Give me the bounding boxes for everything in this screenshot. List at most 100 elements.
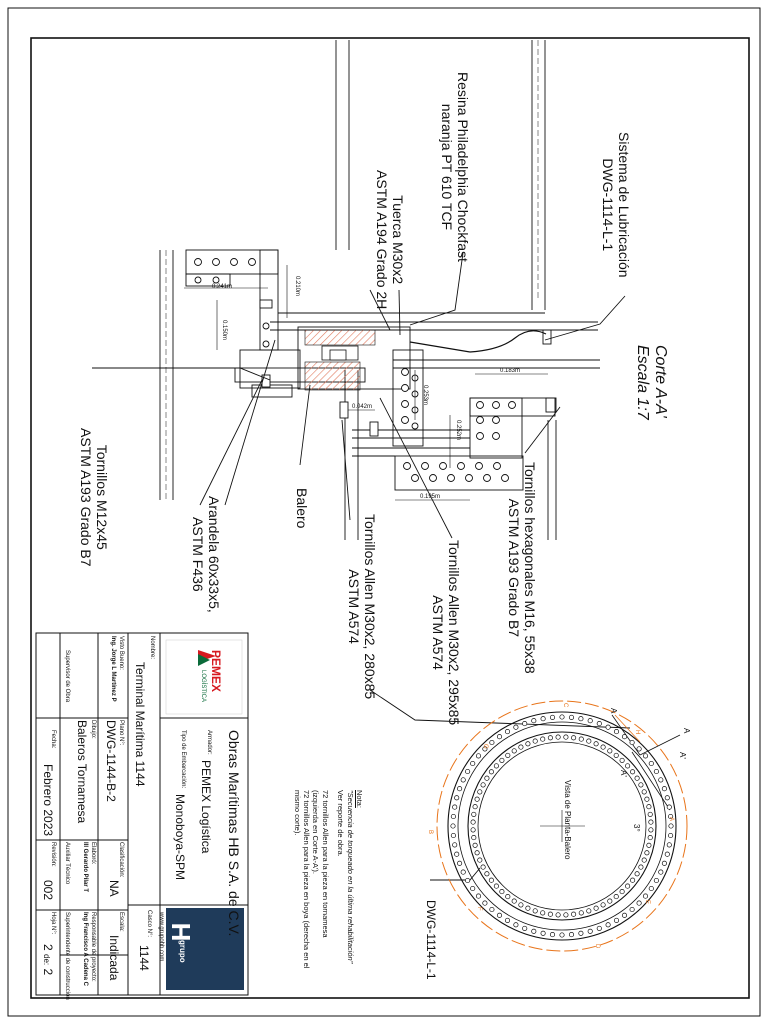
ring-bolt-hole	[642, 753, 649, 759]
ring-bolt-hole	[607, 748, 613, 754]
ring-bolt-hole	[518, 744, 524, 750]
plan-letter-e: E	[644, 900, 650, 905]
ring-bolt-hole	[630, 877, 636, 883]
ring-bolt-hole	[613, 894, 619, 900]
ring-bolt-hole	[532, 908, 538, 914]
ring-bolt-hole	[596, 721, 602, 727]
tb-elaboro: Ill Gerardo Pilar T	[82, 842, 88, 893]
ring-bolt-hole	[452, 842, 458, 848]
ring-bolt-hole	[547, 735, 553, 741]
ring-bolt-hole	[549, 932, 556, 938]
bolt-hole	[429, 474, 437, 482]
dim-0-150: 0.150m	[221, 320, 227, 341]
tb-casco-label: Casco N°:	[146, 910, 152, 938]
ring-bolt-hole	[489, 739, 495, 746]
ring-bolt-hole	[452, 804, 458, 810]
ring-bolt-hole	[593, 741, 599, 747]
ring-bolt-hole	[600, 902, 606, 908]
tb-armador: PEMEX Logística	[199, 760, 213, 854]
tb-vobo: Ing. Jorge L Martínez P	[110, 636, 116, 702]
ring-bolt-hole	[666, 804, 672, 810]
ring-bolt-hole	[647, 835, 653, 841]
bolt-hole	[212, 258, 220, 266]
ring-bolt-hole	[593, 905, 599, 911]
ring-bolt-hole	[600, 744, 606, 750]
ring-bolt-hole	[563, 734, 569, 740]
bolt-hole	[439, 462, 447, 470]
ring-bolt-hole	[540, 736, 546, 742]
bolt-hole	[501, 474, 509, 482]
ring-bolt-hole	[511, 748, 517, 754]
ring-bolt-hole	[470, 827, 476, 833]
pemex-logo	[165, 639, 243, 715]
ring-bolt-hole	[475, 753, 482, 759]
ring-bolt-hole	[619, 889, 625, 895]
ring-bolt-hole	[636, 746, 642, 752]
ring-bolt-hole	[549, 714, 556, 720]
bolt-hole	[447, 474, 455, 482]
tb-auxiliar-label: Auxiliar Técnico	[64, 842, 70, 885]
plan-view-title: Vista de Planta-Balero	[563, 780, 572, 860]
plan-mark-a-prime-top: A'	[619, 770, 628, 777]
ring-bolt-hole	[613, 917, 620, 923]
plan-mark-a-prime-right: A'	[678, 752, 687, 759]
tb-class-label: Clasificación:	[118, 842, 124, 878]
ring-bolt-hole	[522, 925, 528, 931]
ring-bolt-hole	[450, 813, 456, 820]
ring-bolt-hole	[563, 912, 569, 918]
bolt-hole	[475, 462, 483, 470]
ring-bolt-hole	[638, 864, 644, 870]
bolt-hole	[457, 462, 465, 470]
ring-bolt-hole	[641, 789, 647, 795]
tb-drawing-label: Dibujo:	[90, 720, 96, 739]
ring-bolt-hole	[493, 883, 499, 889]
bearing-hatch	[304, 329, 376, 391]
plan-letter-g: G	[482, 744, 488, 749]
ring-bolt-hole	[489, 906, 495, 913]
ring-bolt-hole	[613, 752, 619, 758]
bolt-hole	[493, 462, 501, 470]
ring-bolt-hole	[644, 796, 650, 802]
ring-bolt-hole	[511, 898, 517, 904]
bolt-hole	[411, 474, 419, 482]
ring-bolt-hole	[480, 782, 486, 788]
plan-letter-b: B	[427, 830, 433, 835]
tb-elaboro-label: Elaboró:	[90, 842, 96, 865]
ring-bolt-hole	[661, 860, 667, 866]
ring-bolt-hole	[607, 898, 613, 904]
bolt-hole	[403, 462, 411, 470]
plan-view-reference: DWG-1114-L-1	[424, 900, 438, 980]
ring-bolt-hole	[646, 842, 652, 848]
plan-mark-a-top: A	[609, 708, 618, 714]
ring-bolt-hole	[471, 811, 477, 817]
ring-bolt-hole	[605, 922, 611, 928]
ring-bolt-hole	[484, 871, 490, 877]
bolt-hole	[262, 340, 270, 348]
bolt-hole	[476, 401, 484, 409]
ring-bolt-hole	[578, 736, 584, 742]
ring-bolt-hole	[568, 714, 575, 720]
dim-0-195: 0.195m	[420, 494, 441, 500]
ring-bolt-hole	[504, 729, 511, 735]
ring-bolt-hole	[499, 757, 505, 763]
ring-bolt-hole	[586, 908, 592, 914]
ring-bolt-hole	[454, 795, 460, 801]
outer-border	[7, 7, 761, 1017]
bolt-hole	[262, 322, 270, 330]
plan-letter-a: A	[668, 817, 674, 822]
ring-bolt-hole	[522, 721, 528, 727]
ring-bolt-hole	[547, 911, 553, 917]
tb-date-label: Fecha:	[50, 730, 56, 749]
ring-bolt-hole	[641, 857, 647, 863]
section-scale: Escala 1:7	[634, 345, 651, 420]
tb-vobo-label: Visto Bueno:	[118, 636, 124, 670]
section-structure	[159, 40, 600, 540]
hb-logo: H	[166, 908, 244, 990]
bolt-hole	[401, 416, 409, 424]
ring-bolt-hole	[540, 910, 546, 916]
dim-0-241: 0.241m	[212, 284, 233, 290]
ring-bolt-hole	[578, 910, 584, 916]
